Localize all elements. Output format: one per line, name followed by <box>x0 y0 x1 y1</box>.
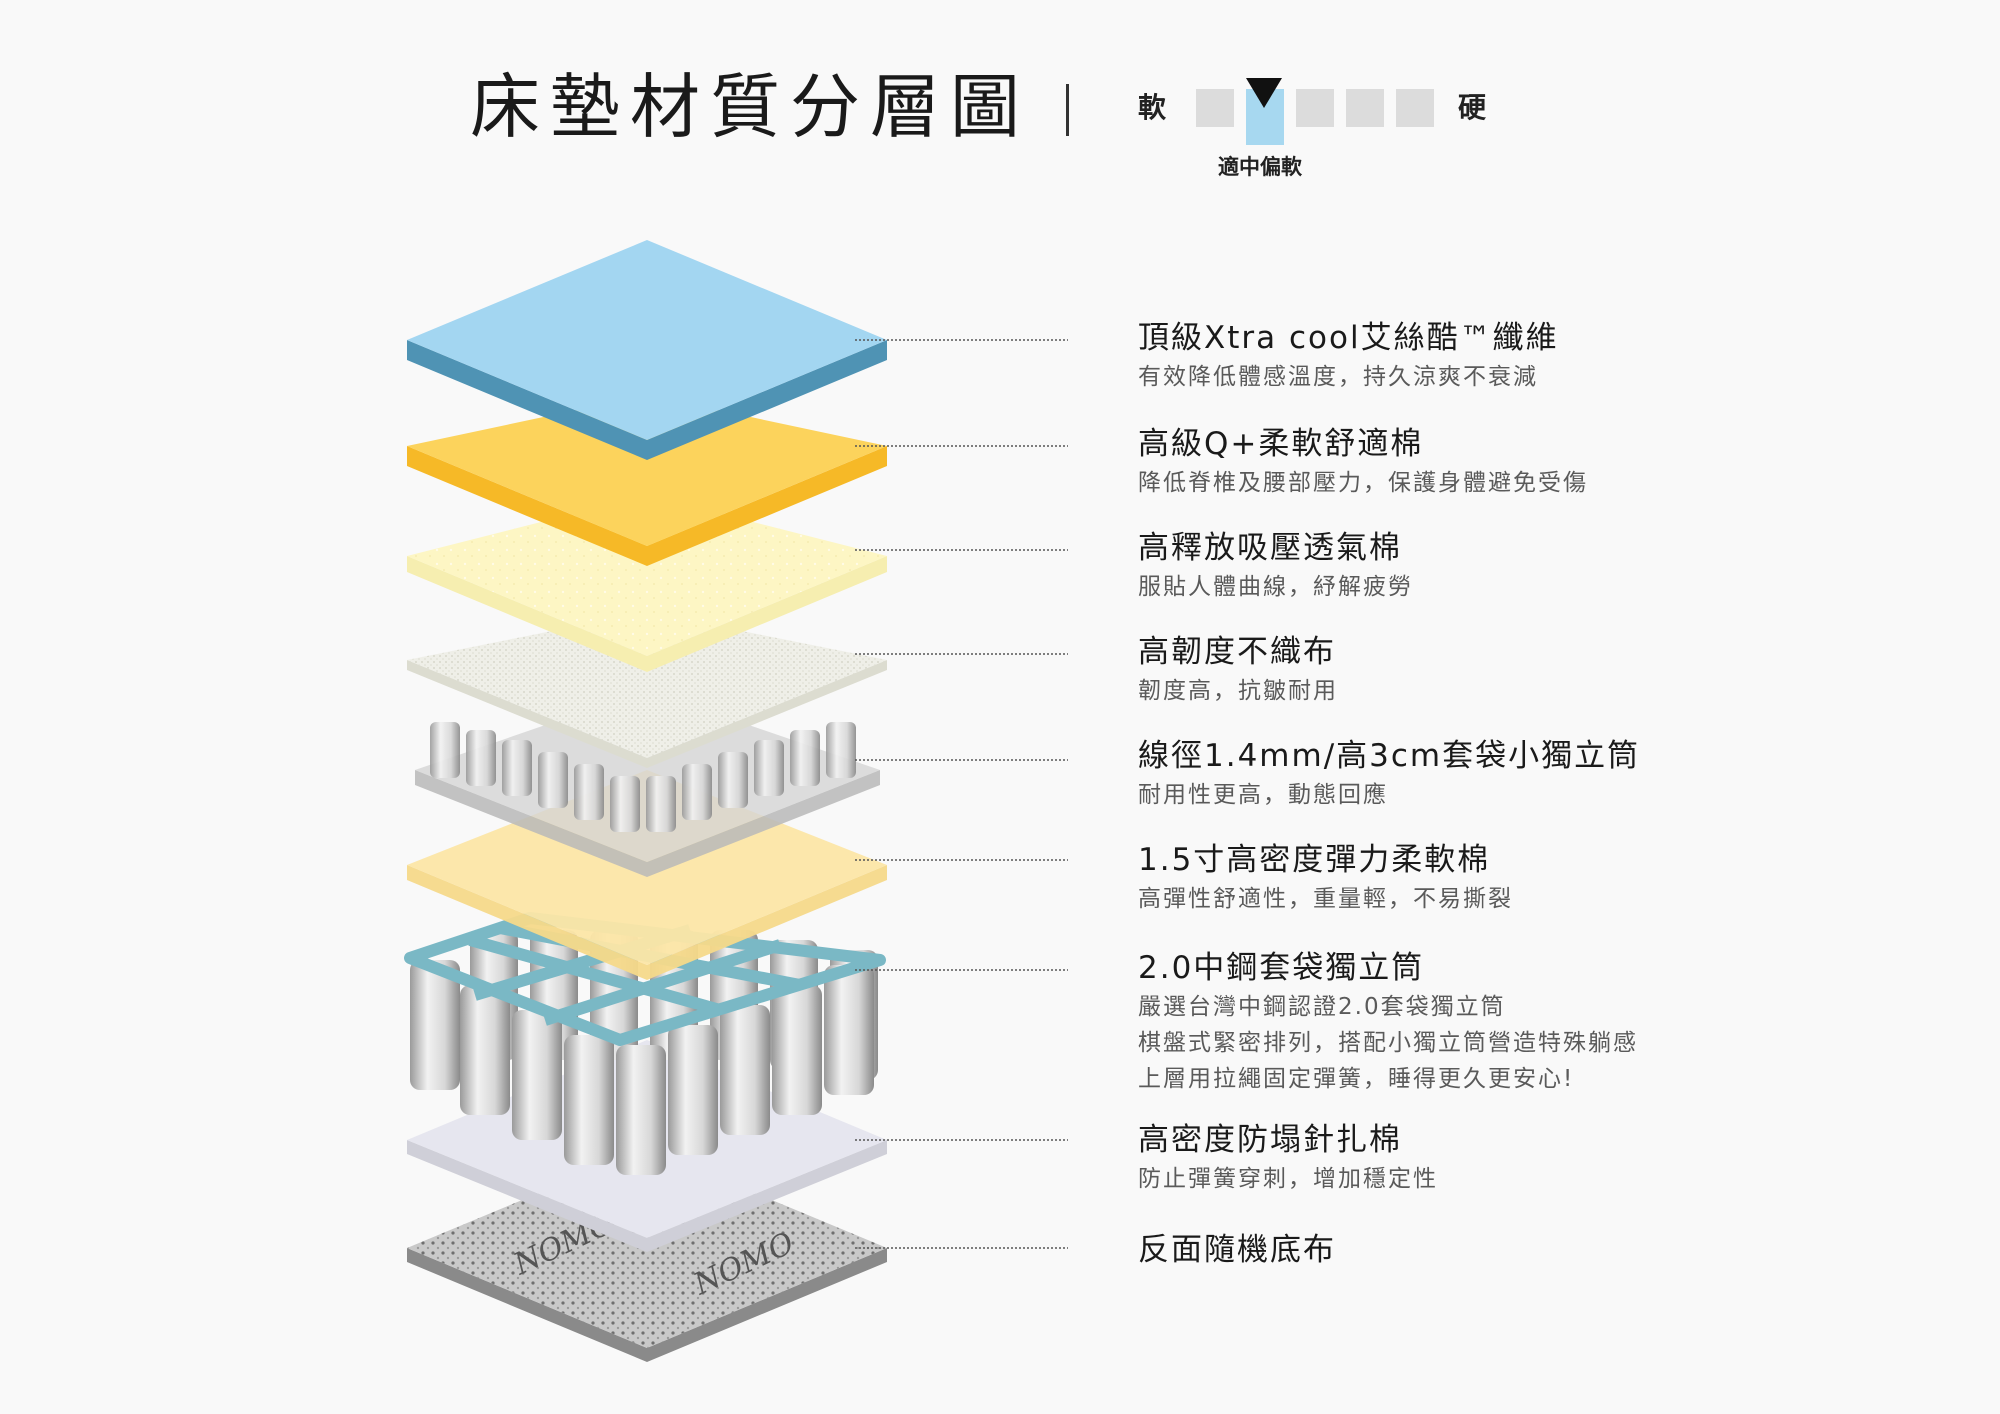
layer-description: 嚴選台灣中鋼認證2.0套袋獨立筒 <box>1138 994 1506 1020</box>
layer-4-nonwoven-fabric <box>407 612 887 768</box>
layer-description: 服貼人體曲線，紓解疲勞 <box>1138 574 1413 600</box>
layer-description: 棋盤式緊密排列，搭配小獨立筒營造特殊躺感 <box>1138 1030 1638 1056</box>
layer-label-4: 高韌度不織布 韌度高，抗皺耐用 <box>1138 632 1338 708</box>
layer-description: 韌度高，抗皺耐用 <box>1138 678 1338 704</box>
layer-name: 高釋放吸壓透氣棉 <box>1138 530 1402 566</box>
firmness-soft-label: 軟 <box>1138 91 1167 124</box>
layer-label-2: 高級Q+柔軟舒適棉 降低脊椎及腰部壓力，保護身體避免受傷 <box>1138 424 1588 500</box>
layer-name: 高級Q+柔軟舒適棉 <box>1138 426 1424 462</box>
layer-name: 反面隨機底布 <box>1138 1232 1336 1268</box>
firmness-marker-icon <box>1246 78 1282 108</box>
layer-description: 上層用拉繩固定彈簧，睡得更久更安心! <box>1138 1066 1575 1092</box>
layer-3-breathable-foam <box>407 495 887 672</box>
layer-5-mini-springs <box>415 690 880 877</box>
layer-name: 線徑1.4mm/高3cm套袋小獨立筒 <box>1138 738 1641 774</box>
layer-description: 高彈性舒適性，重量輕，不易撕裂 <box>1138 886 1513 912</box>
layer-description: 防止彈簧穿刺，增加穩定性 <box>1138 1166 1438 1192</box>
spring-row-front <box>410 960 874 1175</box>
page-title: 床墊材質分層圖 <box>470 66 1030 148</box>
layer-label-5: 線徑1.4mm/高3cm套袋小獨立筒 耐用性更高，動態回應 <box>1138 736 1640 812</box>
layer-label-6: 1.5寸高密度彈力柔軟棉 高彈性舒適性，重量輕，不易撕裂 <box>1138 840 1513 916</box>
layer-2-q-plus-cotton <box>407 395 887 566</box>
layer-label-1: 頂級Xtra cool艾絲酷™纖維 有效降低體感溫度，持久涼爽不衰減 <box>1138 318 1559 394</box>
title-divider <box>1066 84 1069 136</box>
leader-lines <box>855 339 1068 1249</box>
layer-name: 高密度防塌針扎棉 <box>1138 1122 1402 1158</box>
layer-1-xtra-cool-fiber <box>407 240 887 460</box>
firmness-hard-label: 硬 <box>1458 91 1487 124</box>
layer-name: 頂級Xtra cool艾絲酷™纖維 <box>1138 320 1559 356</box>
layer-description: 降低脊椎及腰部壓力，保護身體避免受傷 <box>1138 470 1588 496</box>
layer-name: 高韌度不織布 <box>1138 634 1336 670</box>
firmness-step-1 <box>1196 89 1234 127</box>
firmness-current-label: 適中偏軟 <box>1218 155 1302 179</box>
layer-label-3: 高釋放吸壓透氣棉 服貼人體曲線，紓解疲勞 <box>1138 528 1413 604</box>
layer-label-9: 反面隨機底布 <box>1138 1230 1336 1270</box>
firmness-step-3 <box>1296 89 1334 127</box>
layer-description: 有效降低體感溫度，持久涼爽不衰減 <box>1138 364 1538 390</box>
layer-description: 耐用性更高，動態回應 <box>1138 782 1388 808</box>
layer-name: 2.0中鋼套袋獨立筒 <box>1138 950 1425 986</box>
layer-name: 1.5寸高密度彈力柔軟棉 <box>1138 842 1491 878</box>
layer-label-7: 2.0中鋼套袋獨立筒 嚴選台灣中鋼認證2.0套袋獨立筒 棋盤式緊密排列，搭配小獨… <box>1138 948 1638 1096</box>
firmness-step-5 <box>1396 89 1434 127</box>
firmness-step-4 <box>1346 89 1384 127</box>
layer-label-8: 高密度防塌針扎棉 防止彈簧穿刺，增加穩定性 <box>1138 1120 1438 1196</box>
